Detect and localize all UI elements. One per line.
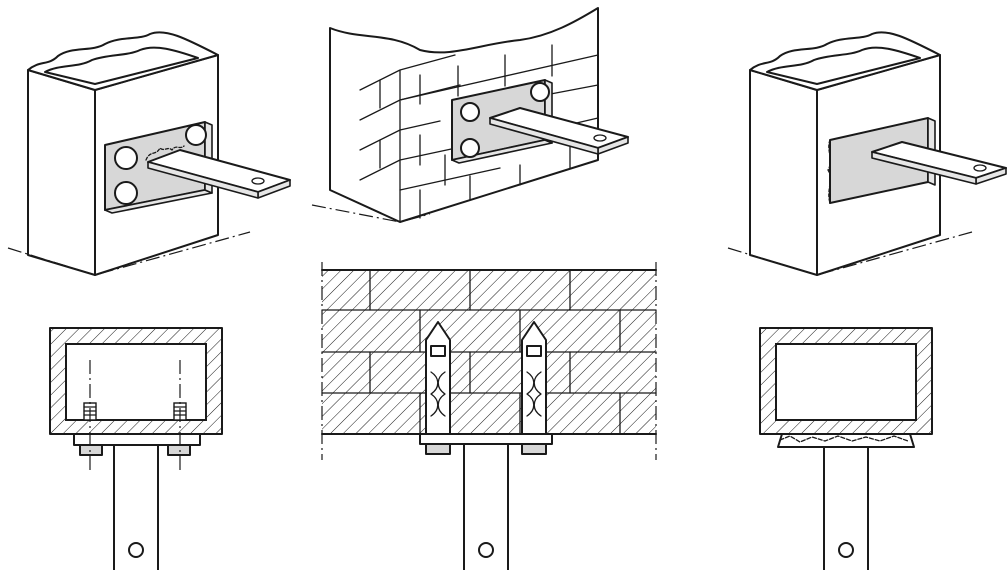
nuts — [79, 444, 191, 456]
weld-bead — [827, 117, 929, 204]
bolt-heads — [114, 124, 207, 205]
arm-section — [463, 443, 509, 570]
base-plate — [73, 433, 201, 446]
ground-line — [311, 204, 431, 223]
base-plate — [419, 433, 553, 445]
welded-column-view — [727, 31, 1007, 276]
arm-bar — [871, 141, 1007, 185]
bolted-column-section — [49, 327, 223, 570]
masonry-anchor-view — [311, 7, 629, 223]
arm-bar — [147, 149, 291, 199]
arm-section — [823, 446, 869, 570]
expansion-anchors — [425, 321, 547, 435]
welded-column-section — [759, 327, 933, 570]
arm-section — [113, 444, 159, 570]
arm-bar — [489, 107, 629, 155]
bolted-column-view — [7, 31, 291, 276]
weld-seam — [779, 435, 909, 443]
ground-line — [727, 231, 973, 276]
ground-line — [7, 231, 251, 276]
nuts — [425, 443, 547, 455]
bolt-axis — [89, 360, 181, 470]
weld-bead — [145, 145, 185, 161]
masonry-anchor-section — [321, 262, 657, 570]
column-cavity — [775, 343, 917, 421]
column — [27, 31, 219, 276]
